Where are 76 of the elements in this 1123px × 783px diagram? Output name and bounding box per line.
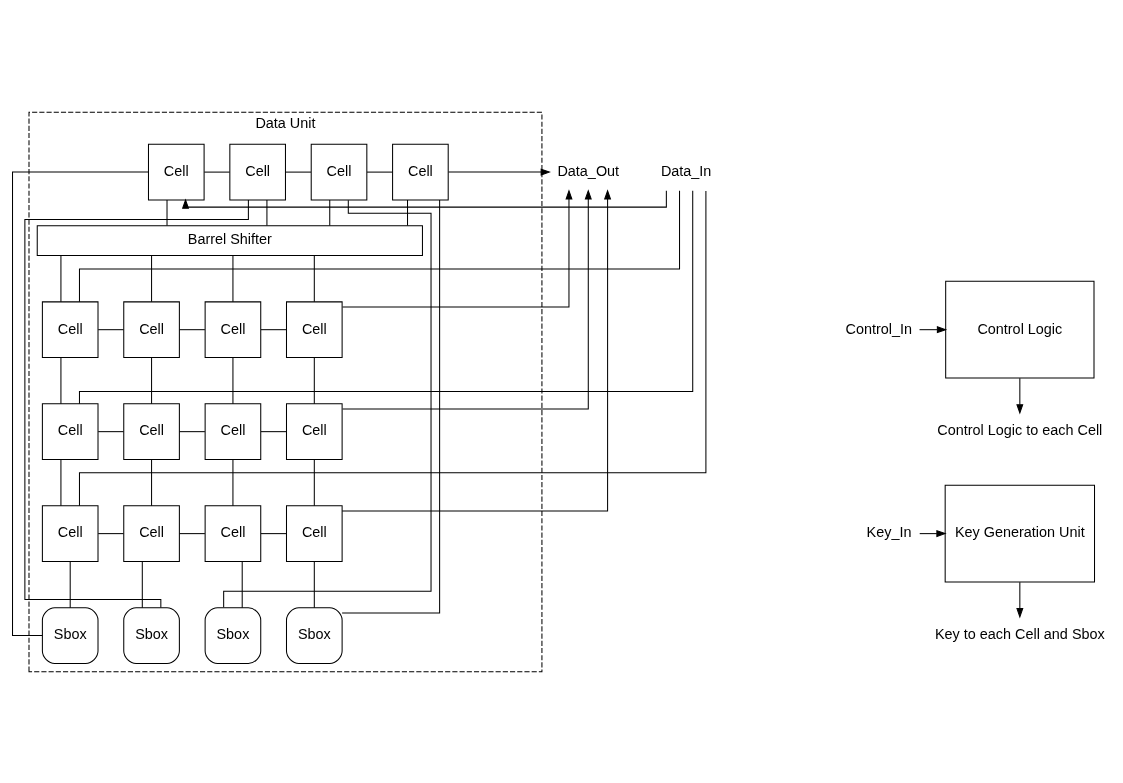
connector bbox=[166, 198, 168, 226]
node-box: Cell bbox=[310, 143, 368, 200]
arrow bbox=[1016, 377, 1024, 414]
connector bbox=[407, 198, 409, 226]
connector bbox=[266, 198, 268, 226]
arrow bbox=[342, 188, 573, 308]
connector bbox=[313, 356, 315, 404]
node-box: Cell bbox=[123, 300, 180, 358]
node-box: Cell bbox=[41, 504, 99, 562]
connector bbox=[60, 356, 62, 404]
node-box: Cell bbox=[392, 143, 449, 200]
node-box: Cell bbox=[285, 402, 343, 460]
node-box: Barrel Shifter bbox=[36, 224, 423, 256]
connector bbox=[97, 328, 125, 330]
arrow bbox=[341, 188, 612, 511]
connector bbox=[151, 254, 153, 302]
connector bbox=[60, 254, 62, 302]
connector bbox=[78, 189, 694, 404]
connector bbox=[141, 560, 143, 608]
node-text: Key to each Cell and Sbox bbox=[934, 625, 1105, 642]
node-box: Sbox bbox=[41, 606, 99, 664]
arrow bbox=[1016, 581, 1024, 618]
connector bbox=[97, 430, 125, 432]
node-box: Cell bbox=[147, 143, 205, 200]
arrow bbox=[919, 325, 948, 333]
connector bbox=[24, 198, 249, 608]
node-text: Data_In bbox=[660, 162, 712, 179]
connector bbox=[232, 458, 234, 506]
node-box: Cell bbox=[204, 300, 262, 358]
connector bbox=[179, 532, 206, 534]
node-box: Cell bbox=[123, 402, 180, 460]
node-box: Cell bbox=[204, 402, 262, 460]
connector bbox=[97, 532, 125, 534]
connector bbox=[341, 199, 441, 613]
connector bbox=[151, 356, 153, 404]
arrow bbox=[342, 188, 592, 409]
node-box: Cell bbox=[41, 300, 99, 358]
node-box: Sbox bbox=[123, 606, 180, 664]
node-text: Control Logic to each Cell bbox=[937, 421, 1103, 438]
node-box: Cell bbox=[41, 402, 99, 460]
connector bbox=[329, 198, 331, 226]
connector bbox=[78, 189, 681, 302]
connector bbox=[69, 560, 71, 608]
node-box: Cell bbox=[285, 300, 343, 358]
connector bbox=[313, 254, 315, 302]
connector bbox=[366, 171, 393, 173]
node-box: Cell bbox=[123, 504, 180, 562]
connector bbox=[179, 328, 206, 330]
connector bbox=[151, 458, 153, 506]
connector bbox=[260, 532, 287, 534]
connector bbox=[179, 430, 206, 432]
connector bbox=[313, 560, 315, 608]
arrow bbox=[447, 168, 551, 176]
connector bbox=[60, 458, 62, 506]
connector bbox=[241, 560, 243, 608]
node-text: Control_In bbox=[845, 320, 912, 336]
connector bbox=[313, 458, 315, 506]
connector bbox=[232, 356, 234, 404]
node-box: Control Logic bbox=[945, 280, 1095, 379]
connector bbox=[260, 430, 287, 432]
connector bbox=[203, 171, 231, 173]
arrow bbox=[181, 189, 667, 209]
connector bbox=[232, 254, 234, 302]
node-box: Cell bbox=[204, 504, 262, 562]
connector bbox=[12, 171, 149, 636]
node-box: Cell bbox=[285, 504, 343, 562]
connector bbox=[285, 171, 312, 173]
node-box: Cell bbox=[229, 143, 286, 200]
connector bbox=[78, 189, 707, 506]
node-box: Sbox bbox=[204, 606, 262, 664]
node-text: Data_Out bbox=[557, 162, 620, 179]
node-box: Sbox bbox=[285, 606, 343, 664]
connector bbox=[223, 199, 432, 608]
connector bbox=[260, 328, 287, 330]
node-box: Key Generation Unit bbox=[944, 484, 1096, 583]
node-text: Key_In bbox=[866, 523, 912, 540]
